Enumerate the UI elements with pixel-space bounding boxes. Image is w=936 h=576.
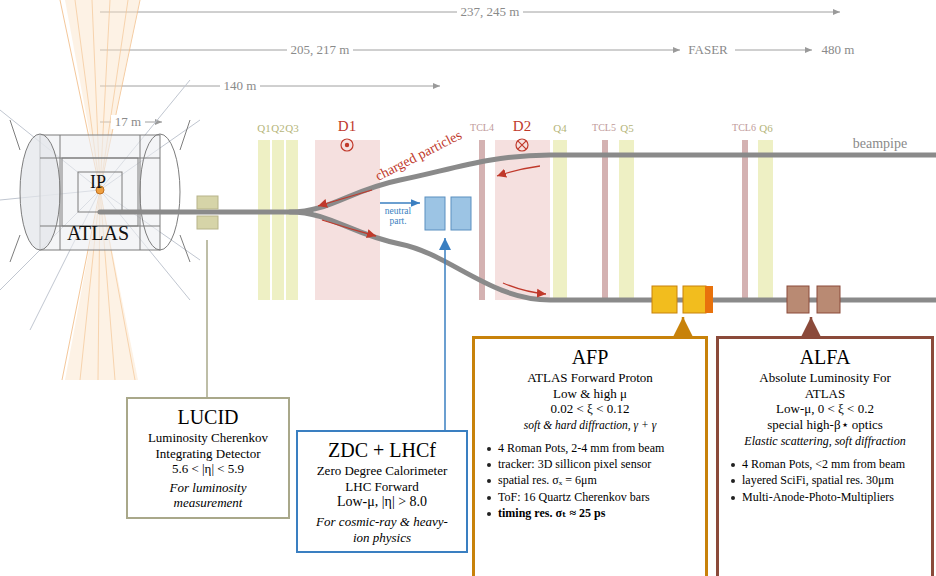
alfa-box: ALFAAbsolute Luminosity For ATLASLow-μ, …: [716, 336, 934, 576]
box-text: soft & hard diffraction, γ + γ: [483, 419, 697, 433]
bullet-dot: [731, 463, 735, 467]
box-text: Zero Degree Calorimeter LHC Forward: [306, 463, 458, 494]
diagram-label: beampipe: [853, 136, 907, 151]
lucid-box: LUCIDLuminosity Cherenkov Integrating De…: [126, 397, 290, 519]
diagram-label: TCL6: [732, 122, 756, 133]
bullet-row: Multi-Anode-Photo-Multipliers: [731, 490, 923, 504]
afp-box: AFPATLAS Forward ProtonLow & high μ0.02 …: [472, 336, 708, 576]
diagram-label: Q1: [257, 122, 270, 134]
bullet-row: 4 Roman Pots, <2 mm from beam: [731, 457, 923, 471]
box-text: Low-μ, 0 < ξ < 0.2: [727, 401, 923, 417]
box-text: Low-μ, |η| > 8.0: [306, 494, 458, 511]
diagram-label: 480 m: [818, 43, 859, 57]
bullet-dot: [487, 512, 491, 516]
bullet-row: 4 Roman Pots, 2-4 mm from beam: [487, 441, 697, 455]
diagram-label: 205, 217 m: [287, 43, 354, 57]
diagram-label: Q2: [271, 122, 284, 134]
diagram-label: TCL5: [592, 122, 616, 133]
diagram-label: 17 m: [111, 115, 145, 129]
diagram-label: D1: [338, 118, 356, 135]
bullet-row: spatial res. σₓ = 6μm: [487, 473, 697, 487]
box-text: ToF: 16 Quartz Cherenkov bars: [498, 490, 650, 504]
box-text: 5.6 < |η| < 5.9: [136, 461, 280, 477]
diagram-label: Q4: [553, 122, 566, 134]
diagram-label: 140 m: [220, 79, 261, 93]
bullet-dot: [487, 479, 491, 483]
box-text: Low & high μ: [483, 386, 697, 402]
bullet-row: timing res. σₜ ≈ 25 ps: [487, 506, 697, 520]
bullet-row: tracker: 3D sillicon pixel sensor: [487, 457, 697, 471]
box-text: 0.02 < ξ < 0.12: [483, 401, 697, 417]
diagram-label: D2: [513, 118, 531, 135]
diagram-label: Q6: [759, 122, 772, 134]
diagram-label: 237, 245 m: [457, 5, 524, 19]
box-text: Absolute Luminosity For ATLAS: [755, 370, 895, 401]
box-text: Luminosity Cherenkov Integrating Detecto…: [136, 430, 280, 461]
box-text: For luminosity measurement: [136, 480, 280, 511]
box-text: Elastic scattering, soft diffraction: [727, 434, 923, 448]
diagram-label: IP: [90, 173, 106, 193]
box-text: 4 Roman Pots, <2 mm from beam: [742, 457, 905, 471]
bullet-row: ToF: 16 Quartz Cherenkov bars: [487, 490, 697, 504]
bullet-dot: [487, 463, 491, 467]
bullet-dot: [487, 447, 491, 451]
diagram-label: TCL4: [470, 122, 494, 133]
box-text: Multi-Anode-Photo-Multipliers: [742, 490, 894, 504]
box-title: ALFA: [727, 345, 923, 369]
diagram-label: FASER: [684, 43, 732, 57]
box-text: For cosmic-ray & heavy-ion physics: [312, 514, 452, 545]
box-text: ATLAS Forward Proton: [483, 370, 697, 386]
diagram-label: ATLAS: [67, 222, 129, 244]
diagram-label: Q5: [620, 122, 633, 134]
box-text: timing res. σₜ ≈ 25 ps: [498, 506, 605, 520]
bullet-row: layered SciFi, spatial res. 30μm: [731, 473, 923, 487]
box-text: special high-β⋆ optics: [727, 417, 923, 433]
box-title: ZDC + LHCf: [306, 438, 458, 462]
bullet-dot: [731, 496, 735, 500]
box-title: LUCID: [136, 405, 280, 429]
diagram-label: Q3: [285, 122, 298, 134]
bullet-dot: [731, 479, 735, 483]
diagram-label: neutral part.: [381, 207, 415, 227]
box-title: AFP: [483, 345, 697, 369]
box-text: tracker: 3D sillicon pixel sensor: [498, 457, 651, 471]
bullet-dot: [487, 496, 491, 500]
box-text: spatial res. σₓ = 6μm: [498, 473, 597, 487]
box-text: layered SciFi, spatial res. 30μm: [742, 473, 894, 487]
box-text: 4 Roman Pots, 2-4 mm from beam: [498, 441, 664, 455]
zdc-box: ZDC + LHCfZero Degree Calorimeter LHC Fo…: [296, 430, 468, 553]
